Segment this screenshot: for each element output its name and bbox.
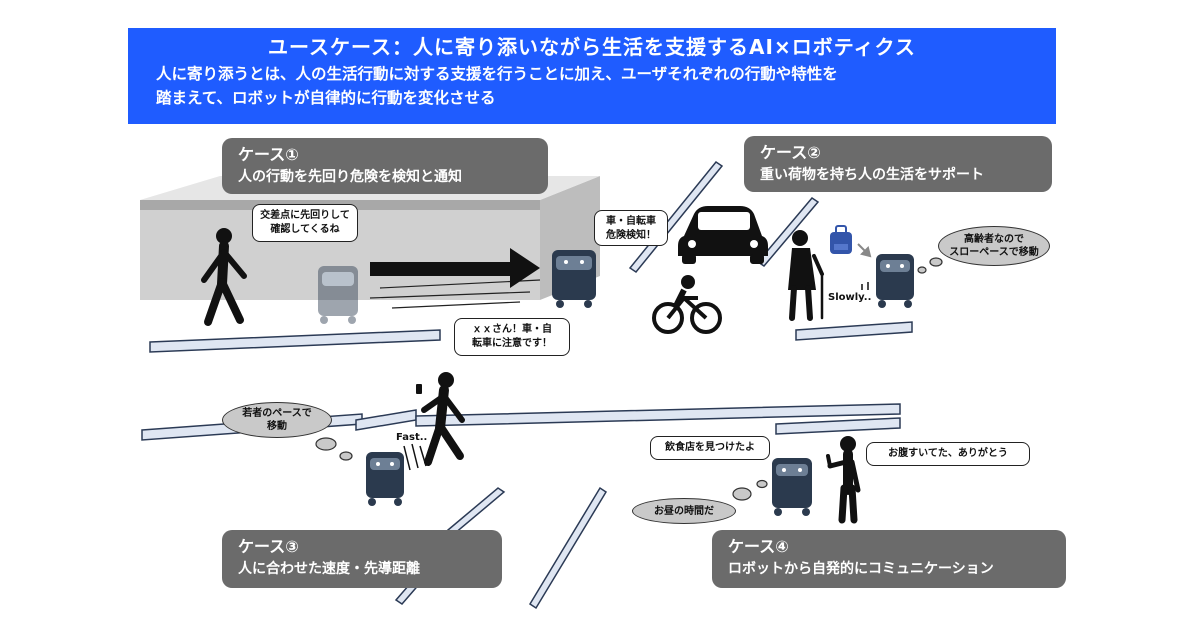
case-heading: ケース① [238, 145, 299, 164]
header-banner: ユースケース：人に寄り添いながら生活を支援するAI×ロボティクス 人に寄り添うと… [128, 28, 1056, 124]
backpack-icon [830, 225, 852, 254]
bubble-line: お腹すいてた、ありがとう [888, 448, 1008, 459]
arrow-down-right-icon [857, 243, 872, 258]
fast-label: Fast.. [396, 432, 428, 443]
bubble-line: 危険検知！ [606, 230, 656, 241]
elderly-person-icon [788, 230, 824, 321]
speed-marks [861, 282, 869, 290]
speech-bubble-reply: お腹すいてた、ありがとう [866, 442, 1030, 466]
speed-marks [403, 443, 427, 471]
robot-icon [876, 254, 914, 308]
case-box-2: ケース② 重い荷物を持ち人の生活をサポート [744, 136, 1052, 192]
thought-cloud-slow: 高齢者なので スローペースで移動 [938, 226, 1050, 266]
case1-wall [140, 176, 600, 300]
slowly-label: Slowly.. [828, 292, 872, 303]
bubble-line: 移動 [267, 421, 287, 432]
waving-person-icon [826, 436, 861, 524]
bubble-line: スローペースで移動 [949, 247, 1039, 258]
thought-dots [315, 437, 353, 461]
page-subtitle-line2: 踏まえて、ロボットが自律的に行動を変化させる [156, 89, 496, 107]
bubble-line: 若者のペースで [242, 408, 312, 419]
bubble-line: 高齢者なので [964, 234, 1024, 245]
page-subtitle-line1: 人に寄り添うとは、人の生活行動に対する支援を行うことに加え、ユーザそれぞれの行動… [156, 65, 838, 83]
walking-person-icon [201, 228, 247, 326]
speech-bubble-warning: ｘｘさん！車・自 転車に注意です！ [454, 318, 570, 356]
thought-dots [917, 257, 943, 274]
bubble-line: 転車に注意です！ [472, 338, 552, 349]
robot-icon [772, 458, 812, 516]
speech-bubble-found: 飲食店を見つけたよ [650, 436, 770, 460]
bicycle-icon [652, 275, 722, 334]
bubble-line: 車・自転車 [606, 216, 656, 227]
thought-cloud-lunch: お昼の時間だ [632, 498, 736, 524]
bubble-line: お昼の時間だ [654, 505, 714, 517]
robot-icon [366, 452, 404, 506]
case-box-4: ケース④ ロボットから自発的にコミュニケーション [712, 530, 1066, 588]
car-icon [678, 206, 768, 264]
speech-bubble-check: 交差点に先回りして 確認してくるね [252, 204, 358, 242]
case-box-1: ケース① 人の行動を先回り危険を検知と通知 [222, 138, 548, 194]
page-title: ユースケース：人に寄り添いながら生活を支援するAI×ロボティクス [268, 35, 916, 59]
case-body: 重い荷物を持ち人の生活をサポート [760, 167, 984, 183]
bubble-line: 確認してくるね [270, 224, 340, 235]
case-heading: ケース② [760, 143, 821, 162]
bubble-line: ｘｘさん！車・自 [472, 324, 552, 335]
speech-bubble-detect: 車・自転車 危険検知！ [594, 210, 668, 246]
bubble-line: 飲食店を見つけたよ [665, 442, 755, 453]
case-body: 人に合わせた速度・先導距離 [238, 561, 420, 577]
bubble-line: 交差点に先回りして [260, 210, 350, 221]
case-box-3: ケース③ 人に合わせた速度・先導距離 [222, 530, 502, 588]
motion-arrow-icon [370, 248, 540, 288]
case-body: ロボットから自発的にコミュニケーション [728, 561, 994, 577]
thought-dots [732, 479, 768, 501]
case-heading: ケース④ [728, 537, 789, 556]
case-heading: ケース③ [238, 537, 299, 556]
thought-cloud-young: 若者のペースで 移動 [222, 402, 332, 438]
robot-icon [318, 266, 358, 324]
robot-icon [552, 250, 596, 308]
runner-with-phone-icon [416, 372, 465, 466]
case-body: 人の行動を先回り危険を検知と通知 [238, 169, 462, 185]
